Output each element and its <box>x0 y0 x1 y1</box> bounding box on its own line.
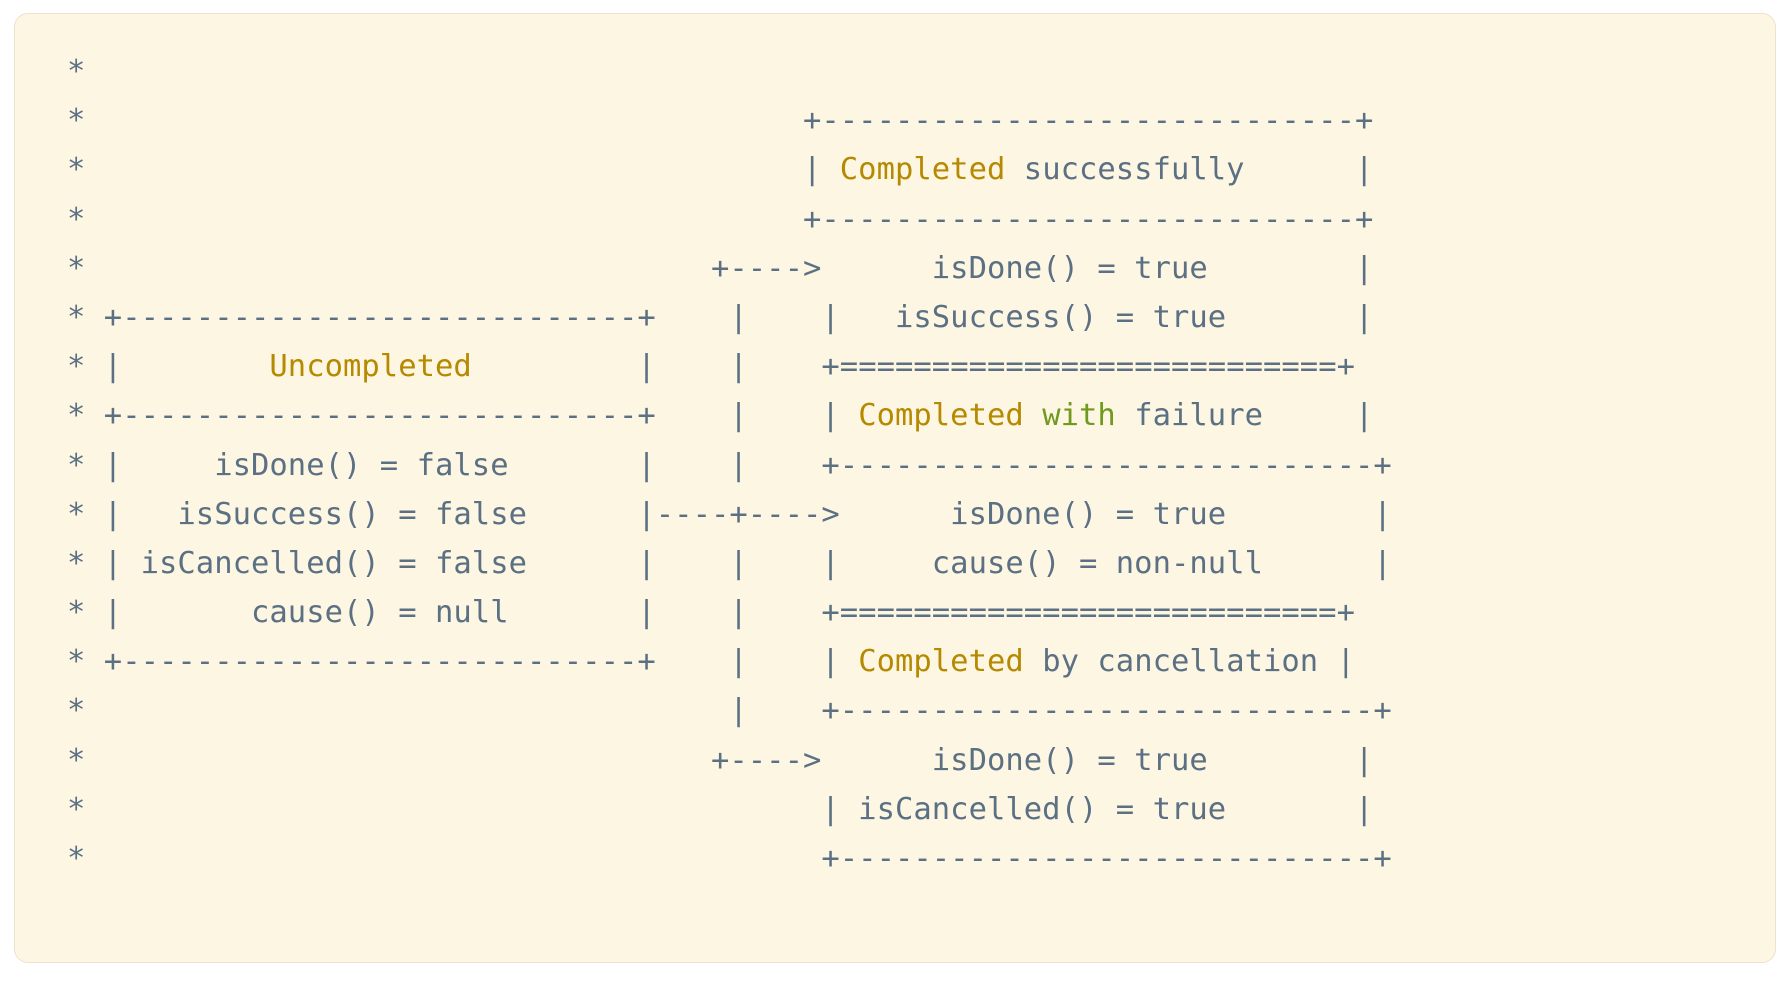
diagram-line: * | +-----------------------------+ <box>67 686 1392 735</box>
keyword-token: Uncompleted <box>269 349 472 385</box>
plain-token: * +-----------------------------+ <box>67 841 1392 876</box>
diagram-line: * +----------------------------+ | | isS… <box>67 293 1392 342</box>
plain-token: * | +-----------------------------+ <box>67 693 1392 729</box>
keyword-token: Completed <box>839 152 1006 188</box>
plain-token: * | isSuccess() = false |----+----> isDo… <box>67 496 1392 532</box>
plain-token: by cancellation | <box>1023 644 1355 680</box>
diagram-line: * | isSuccess() = false |----+----> isDo… <box>67 490 1392 539</box>
plain-token: * <box>67 54 86 89</box>
diagram-line: * <box>67 47 1392 96</box>
diagram-line: * | Uncompleted | | +===================… <box>67 342 1392 391</box>
plain-token: * +----> isDone() = true | <box>67 742 1374 778</box>
plain-token: * | isCancelled() = false | | | cause() … <box>67 545 1392 581</box>
diagram-line: * +----> isDone() = true | <box>67 244 1392 293</box>
plain-token: * | isCancelled() = true | <box>67 791 1374 827</box>
plain-token: * +----> isDone() = true | <box>67 250 1374 286</box>
plain-token: | | +===========================+ <box>471 349 1355 385</box>
keyword-token: Completed <box>858 644 1024 680</box>
ascii-diagram-code-block[interactable]: * * +-----------------------------+ * | Co… <box>67 47 1392 883</box>
diagram-line: * | isDone() = false | | +--------------… <box>67 441 1392 490</box>
plain-token: * | <box>67 152 840 188</box>
plain-token: * +----------------------------+ | | <box>67 398 859 434</box>
diagram-line: * | isCancelled() = false | | | cause() … <box>67 539 1392 588</box>
plain-token: * | cause() = null | | +================… <box>67 595 1355 631</box>
green-token: with <box>1042 398 1116 434</box>
diagram-line: * +-----------------------------+ <box>67 195 1392 244</box>
plain-token: failure | <box>1115 398 1374 434</box>
keyword-token: Completed <box>858 398 1024 434</box>
diagram-line: * | isCancelled() = true | <box>67 785 1392 834</box>
diagram-line: * +----> isDone() = true | <box>67 736 1392 785</box>
plain-token <box>1024 398 1042 433</box>
diagram-line: * +-----------------------------+ <box>67 96 1392 145</box>
plain-token: * +----------------------------+ | | <box>67 644 859 680</box>
plain-token: * +-----------------------------+ <box>67 201 1374 237</box>
diagram-line: * +----------------------------+ | | Com… <box>67 391 1392 440</box>
diagram-line: * | Completed successfully | <box>67 145 1392 194</box>
diagram-line: * +-----------------------------+ <box>67 834 1392 883</box>
plain-token: * | <box>67 349 270 385</box>
plain-token: * +----------------------------+ | | isS… <box>67 299 1374 335</box>
plain-token: * | isDone() = false | | +--------------… <box>67 447 1392 483</box>
diagram-line: * +----------------------------+ | | Com… <box>67 637 1392 686</box>
javadoc-ascii-diagram-card: * * +-----------------------------+ * | Co… <box>14 13 1776 963</box>
diagram-line: * | cause() = null | | +================… <box>67 588 1392 637</box>
plain-token: * +-----------------------------+ <box>67 103 1374 139</box>
plain-token: successfully | <box>1005 152 1374 188</box>
